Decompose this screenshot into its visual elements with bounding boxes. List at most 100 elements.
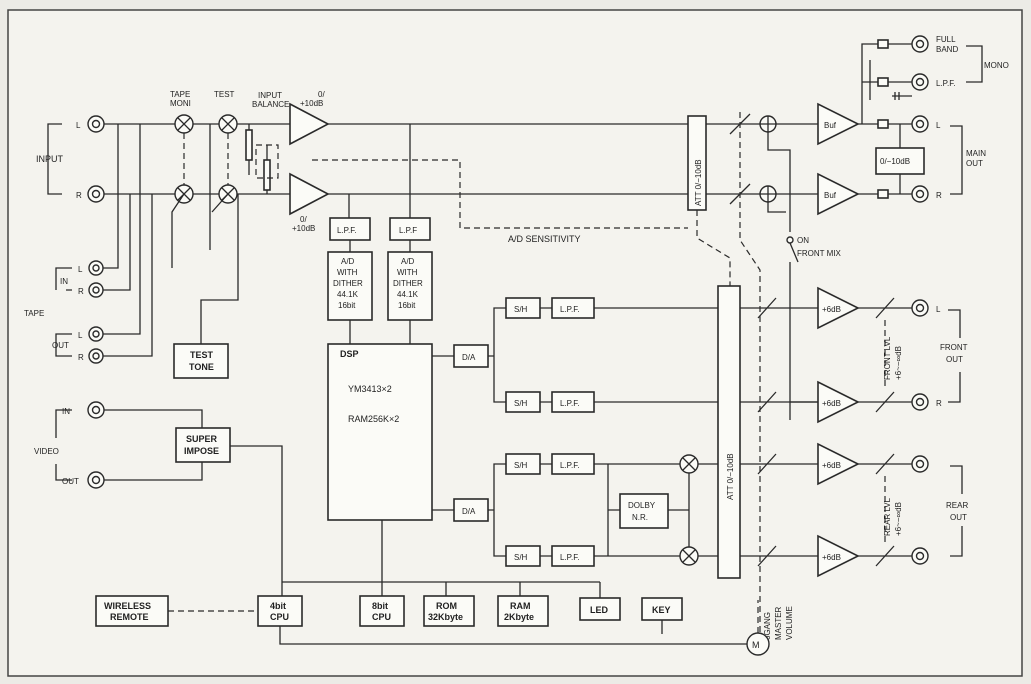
svg-text:FRONT MIX: FRONT MIX	[797, 249, 842, 258]
front-out-label-2: OUT	[946, 355, 963, 364]
dolby-nr-block: DOLBY N.R.	[619, 493, 669, 529]
gain-top-label-2: +10dB	[300, 99, 323, 108]
svg-text:ON: ON	[797, 236, 809, 245]
svg-text:FULL: FULL	[936, 35, 956, 44]
wireless-remote-block: WIRELESS REMOTE	[95, 595, 169, 627]
svg-text:A/D: A/D	[341, 257, 355, 266]
svg-text:L: L	[78, 331, 83, 340]
svg-text:44.1K: 44.1K	[337, 290, 359, 299]
ad-converter-1: A/D WITH DITHER 44.1K 16bit	[327, 251, 373, 321]
cpu-8bit-block: 8bit CPU	[359, 595, 405, 627]
svg-text:DITHER: DITHER	[333, 279, 363, 288]
svg-text:+6dB: +6dB	[822, 305, 841, 314]
svg-text:D/A: D/A	[462, 353, 476, 362]
svg-text:L: L	[936, 121, 941, 130]
svg-text:0/−10dB: 0/−10dB	[880, 157, 910, 166]
svg-text:IN: IN	[60, 277, 68, 286]
rear-out-label-1: REAR	[946, 501, 968, 510]
svg-text:TEST: TEST	[190, 350, 214, 360]
svg-text:S/H: S/H	[514, 553, 528, 562]
tape-section: IN TAPE OUT L R L R	[24, 260, 104, 364]
svg-text:M: M	[752, 640, 760, 650]
svg-text:IN: IN	[62, 407, 70, 416]
svg-text:+6dB: +6dB	[822, 461, 841, 470]
led-block: LED	[579, 597, 621, 621]
input-balance-label-2: BALANCE	[252, 100, 289, 109]
svg-text:CPU: CPU	[372, 612, 391, 622]
svg-text:DITHER: DITHER	[393, 279, 423, 288]
svg-text:L.P.F.: L.P.F.	[936, 79, 955, 88]
front-mix-switch: ON FRONT MIX	[786, 236, 842, 420]
svg-text:OUT: OUT	[62, 477, 79, 486]
mono-label: MONO	[984, 61, 1009, 70]
svg-text:S/H: S/H	[514, 399, 528, 408]
svg-text:D/A: D/A	[462, 507, 476, 516]
svg-text:RAM: RAM	[510, 601, 531, 611]
svg-text:DOLBY: DOLBY	[628, 501, 656, 510]
svg-text:L.P.F: L.P.F	[399, 226, 417, 235]
rear-out-label-2: OUT	[950, 513, 967, 522]
gain-top-label-1: 0/	[318, 90, 325, 99]
svg-text:+6dB: +6dB	[822, 553, 841, 562]
svg-text:N.R.: N.R.	[632, 513, 648, 522]
svg-text:R: R	[936, 191, 942, 200]
svg-text:L.P.F.: L.P.F.	[337, 226, 356, 235]
svg-text:WITH: WITH	[397, 268, 418, 277]
tape-moni-label-2: MONI	[170, 99, 191, 108]
main-out-att: 0/−10dB	[875, 124, 925, 194]
super-impose-block: SUPER IMPOSE	[175, 427, 231, 463]
svg-text:44.1K: 44.1K	[397, 290, 419, 299]
rear-lvl-label-1: REAR LVL	[883, 497, 892, 536]
tape-moni-switch	[174, 114, 194, 204]
rear-out-r-jack	[911, 547, 929, 565]
video-section: VIDEO IN OUT	[34, 401, 105, 489]
svg-text:4bit: 4bit	[270, 601, 286, 611]
gain-bottom-label-2: +10dB	[292, 224, 315, 233]
svg-text:16bit: 16bit	[398, 301, 416, 310]
svg-text:LED: LED	[590, 605, 609, 615]
output-lpf-jack: L.P.F.	[911, 73, 955, 91]
ad-sensitivity-label: A/D SENSITIVITY	[508, 234, 581, 244]
buffer-amp-l: Buf	[817, 102, 860, 146]
gain-bottom-label-1: 0/	[300, 215, 307, 224]
rear-lvl-label-2: +6~−∞dB	[894, 502, 903, 536]
att-top: ATT 0/−10dB	[687, 115, 707, 211]
svg-text:CPU: CPU	[270, 612, 289, 622]
att-big: ATT 0/−10dB	[717, 285, 741, 579]
input-balance-label-1: INPUT	[258, 91, 282, 100]
svg-text:SUPER: SUPER	[186, 434, 218, 444]
main-out-label-2: OUT	[966, 159, 983, 168]
dsp-block: DSP YM3413×2 RAM256K×2	[327, 343, 433, 521]
tape-heading: TAPE	[24, 309, 44, 318]
svg-text:ATT 0/−10dB: ATT 0/−10dB	[726, 453, 735, 500]
svg-text:32Kbyte: 32Kbyte	[428, 612, 463, 622]
svg-text:16bit: 16bit	[338, 301, 356, 310]
front-out-r-jack: R	[911, 393, 942, 411]
front-out-l-jack: L	[911, 299, 941, 317]
input-heading: INPUT	[36, 154, 64, 164]
svg-text:OUT: OUT	[52, 341, 69, 350]
amp-6db-rear-r: +6dB	[817, 534, 860, 578]
test-tone-block: TEST TONE	[173, 343, 229, 379]
svg-text:L: L	[936, 305, 941, 314]
tape-moni-label-1: TAPE	[170, 90, 190, 99]
key-block: KEY	[641, 597, 683, 621]
front-lvl-label-1: FRONT LVL	[883, 336, 892, 380]
svg-text:L.P.F.: L.P.F.	[560, 305, 579, 314]
svg-text:ROM: ROM	[436, 601, 457, 611]
svg-text:YM3413×2: YM3413×2	[348, 384, 392, 394]
svg-text:VIDEO: VIDEO	[34, 447, 59, 456]
svg-text:R: R	[936, 399, 942, 408]
svg-text:RAM256K×2: RAM256K×2	[348, 414, 399, 424]
test-label: TEST	[214, 90, 235, 99]
diagram-frame	[7, 9, 1023, 677]
gain-amp-top: 0/ +10dB	[289, 90, 330, 146]
main-out-l-jack: L	[911, 115, 941, 133]
svg-text:KEY: KEY	[652, 605, 671, 615]
master-volume-label-3: VOLUME	[785, 606, 794, 640]
svg-text:DSP: DSP	[340, 349, 359, 359]
svg-text:REMOTE: REMOTE	[110, 612, 149, 622]
svg-text:Buf: Buf	[824, 191, 837, 200]
svg-text:IMPOSE: IMPOSE	[184, 446, 219, 456]
